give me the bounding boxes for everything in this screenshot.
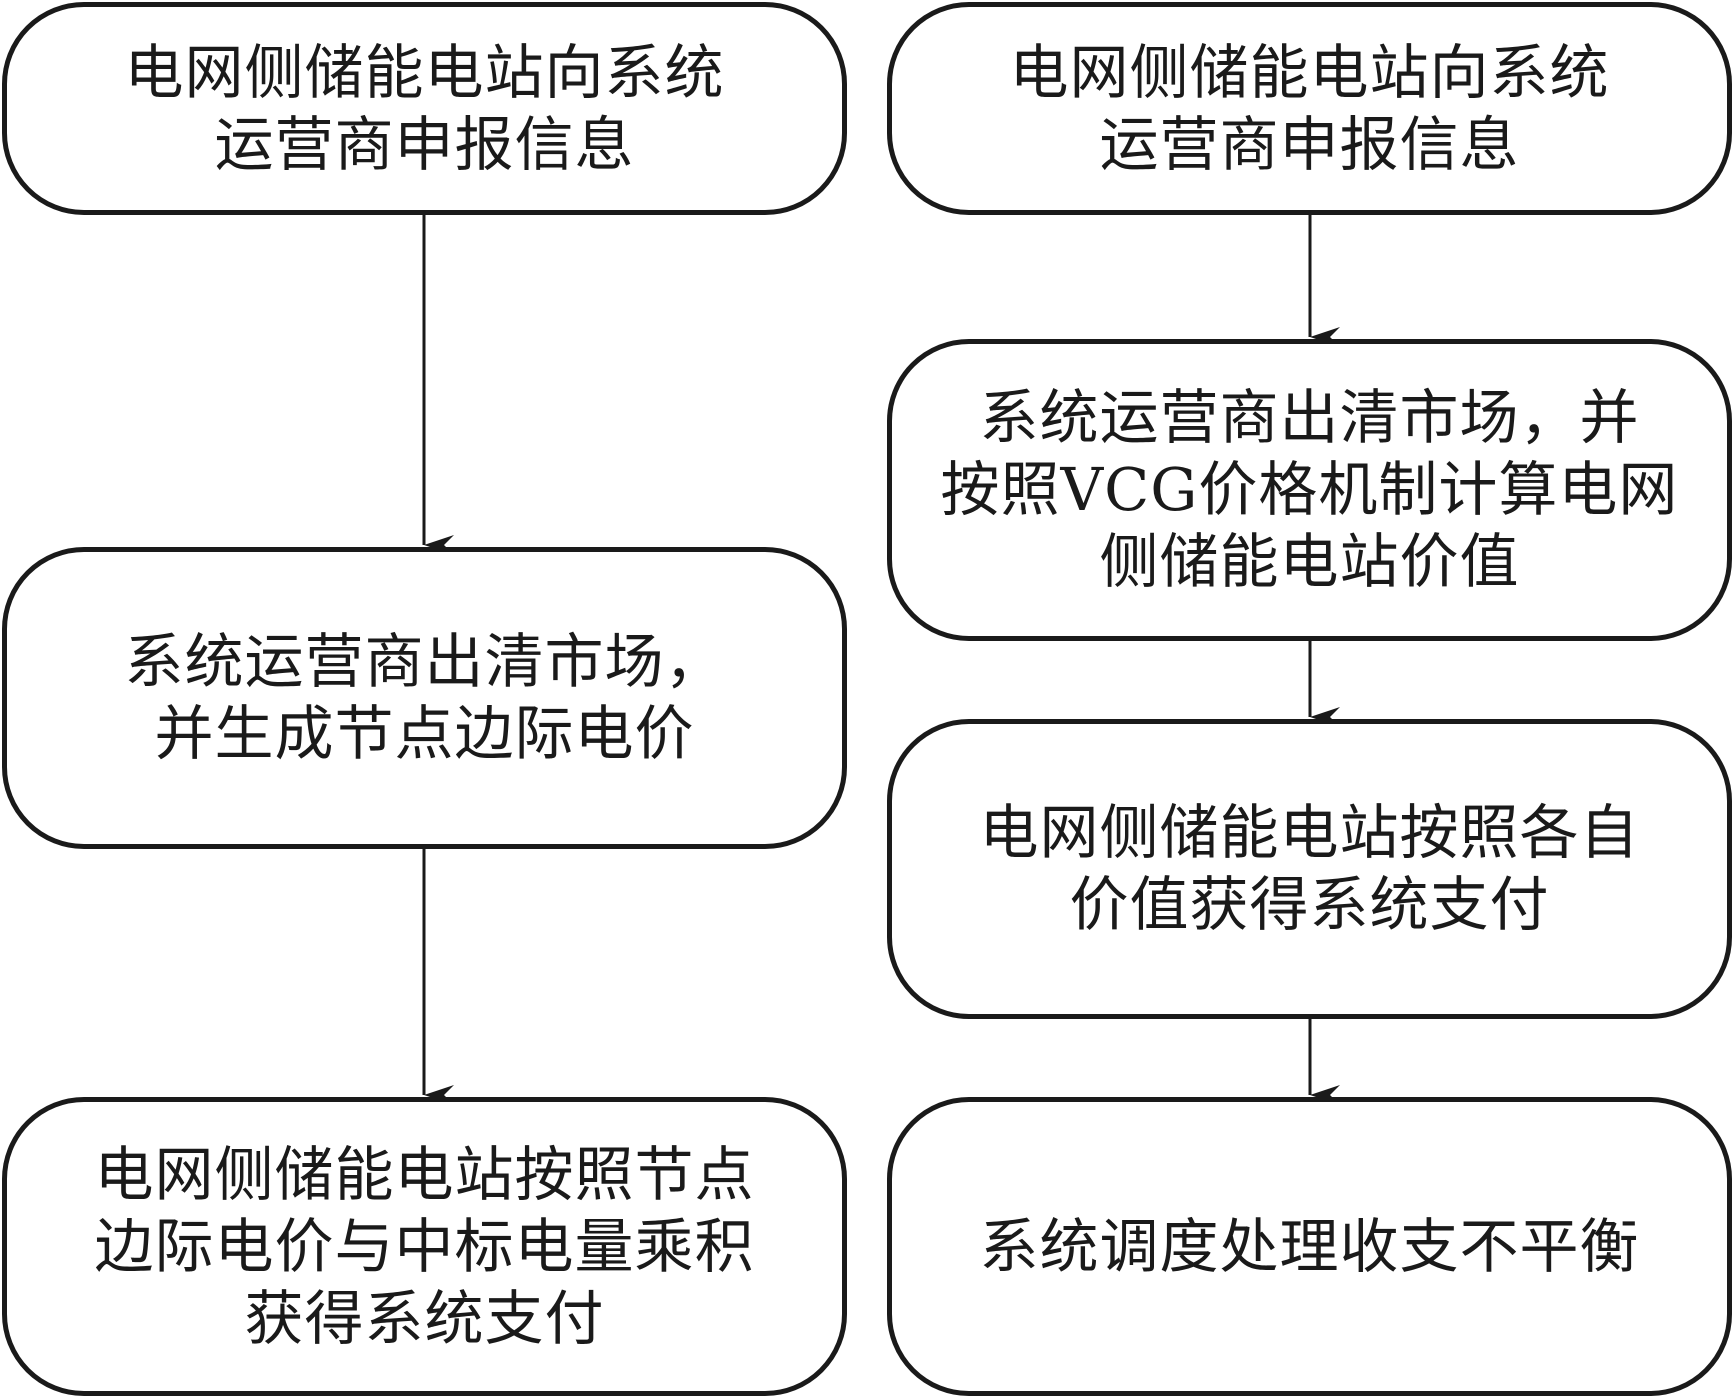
left-step-3-line-1: 电网侧储能电站按照节点 <box>94 1139 755 1209</box>
right-step-2-line-2: 按照VCG价格机制计算电网 <box>940 455 1679 524</box>
right-step-4-line-1: 系统调度处理收支不平衡 <box>979 1211 1640 1281</box>
right-step-1-box: 电网侧储能电站向系统 运营商申报信息 <box>887 2 1732 215</box>
right-step-1-line-2: 运营商申报信息 <box>1099 109 1520 179</box>
left-step-1-line-1: 电网侧储能电站向系统 <box>124 37 725 107</box>
right-step-1-line-1: 电网侧储能电站向系统 <box>1009 37 1610 107</box>
left-step-1-box: 电网侧储能电站向系统 运营商申报信息 <box>2 2 847 215</box>
right-step-2-line-1: 系统运营商出清市场，并 <box>979 383 1640 452</box>
right-step-3-line-1: 电网侧储能电站按照各自 <box>979 798 1640 867</box>
right-step-2-box: 系统运营商出清市场，并 按照VCG价格机制计算电网 侧储能电站价值 <box>887 339 1732 641</box>
right-step-3-box: 电网侧储能电站按照各自 价值获得系统支付 <box>887 719 1732 1019</box>
left-step-3-box: 电网侧储能电站按照节点 边际电价与中标电量乘积 获得系统支付 <box>2 1097 847 1396</box>
left-step-2-line-2: 并生成节点边际电价 <box>154 699 695 768</box>
right-step-4-box: 系统调度处理收支不平衡 <box>887 1097 1732 1396</box>
right-step-2-line-3: 侧储能电站价值 <box>1099 527 1520 596</box>
left-step-1-line-2: 运营商申报信息 <box>214 109 635 179</box>
left-step-2-line-1: 系统运营商出清市场， <box>124 627 725 696</box>
left-step-2-box: 系统运营商出清市场， 并生成节点边际电价 <box>2 547 847 849</box>
right-step-3-line-2: 价值获得系统支付 <box>1069 870 1550 939</box>
left-step-3-line-3: 获得系统支付 <box>244 1283 605 1353</box>
left-step-3-line-2: 边际电价与中标电量乘积 <box>94 1211 755 1281</box>
